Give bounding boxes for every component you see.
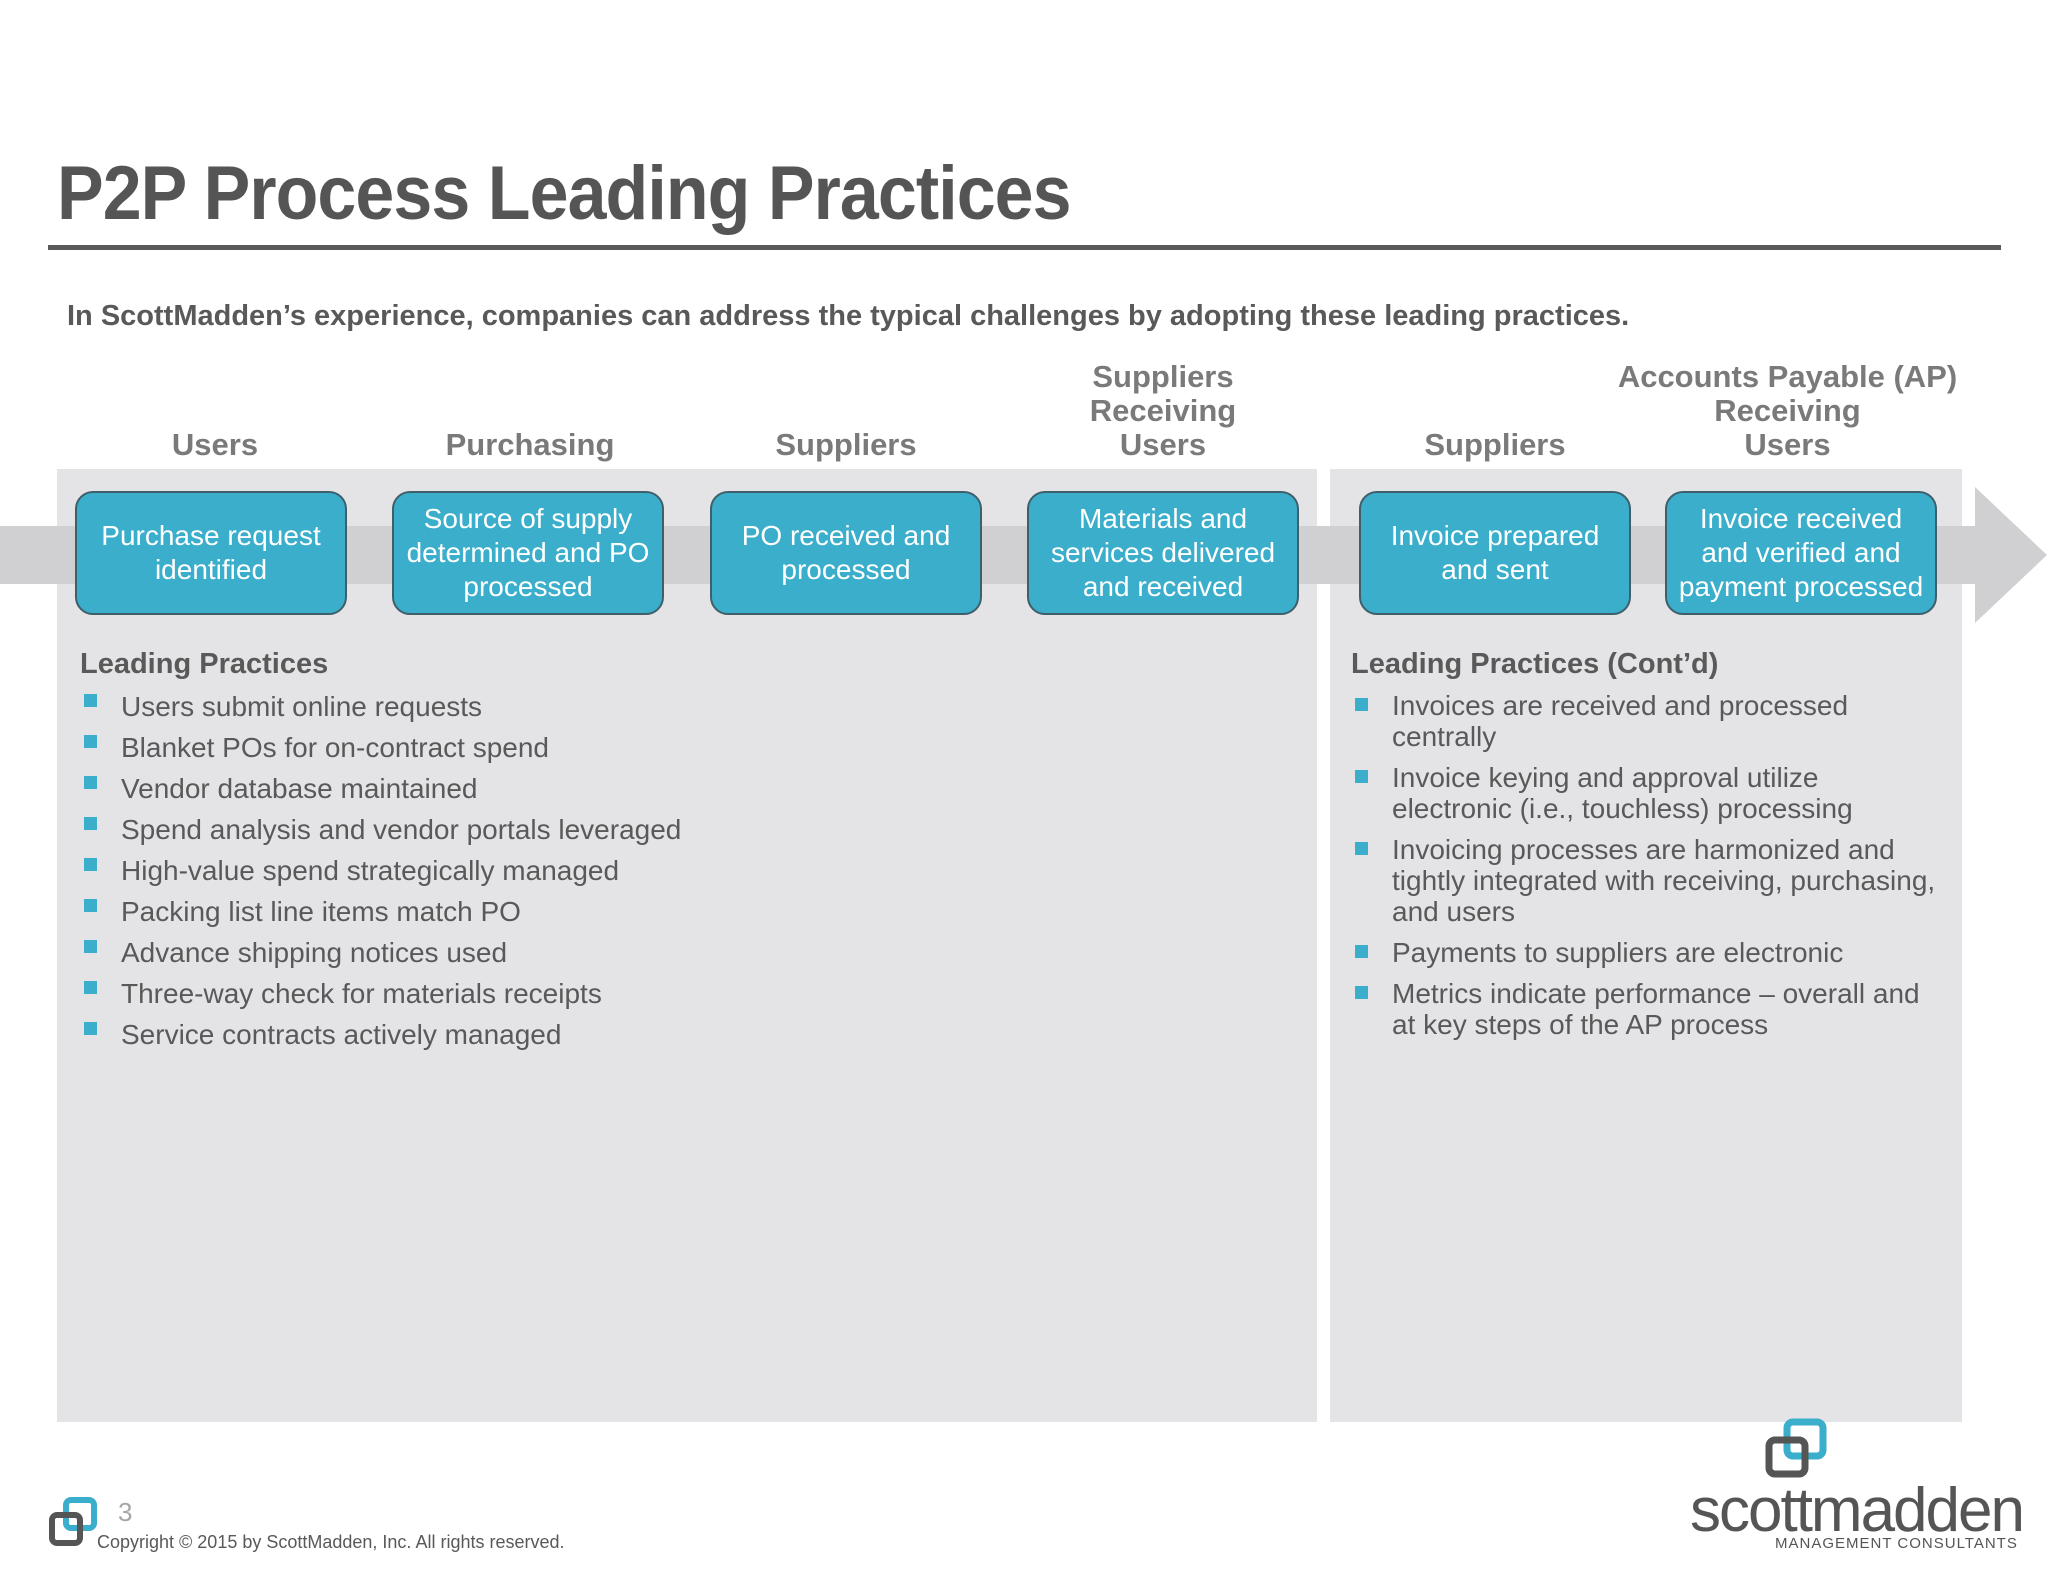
role-header-line: Purchasing — [445, 427, 615, 462]
page-title: P2P Process Leading Practices — [57, 151, 1072, 236]
list-item-text: High-value spend strategically managed — [121, 855, 620, 886]
list-item: Invoices are received and processed cent… — [1351, 690, 1941, 752]
process-step-invoice-received: Invoice received and verified and paymen… — [1665, 491, 1937, 615]
list-item: Blanket POs for on-contract spend — [80, 727, 980, 768]
scottmadden-small-logo-icon — [49, 1497, 97, 1546]
list-item-text: Invoice keying and approval utilize elec… — [1392, 762, 1853, 824]
square-bullet-icon — [84, 735, 97, 748]
left-panel — [57, 469, 1317, 1422]
leading-practices-contd-list: Invoices are received and processed cent… — [1351, 690, 1941, 1050]
square-bullet-icon — [1355, 842, 1368, 855]
process-step-materials-delivered: Materials and services delivered and rec… — [1027, 491, 1299, 615]
square-bullet-icon — [1355, 698, 1368, 711]
list-item: Three-way check for materials receipts — [80, 973, 980, 1014]
role-header-purchasing: Purchasing — [390, 380, 670, 462]
role-header-suppliers-2: Suppliers — [1355, 380, 1635, 462]
list-item-text: Packing list line items match PO — [121, 896, 521, 927]
list-item-text: Three-way check for materials receipts — [121, 978, 602, 1009]
list-item: Spend analysis and vendor portals levera… — [80, 809, 980, 850]
role-header-line: Suppliers — [1092, 359, 1234, 394]
role-header-suppliers: Suppliers — [706, 380, 986, 462]
leading-practices-list: Users submit online requests Blanket POs… — [80, 686, 980, 1055]
list-item-text: Advance shipping notices used — [121, 937, 508, 968]
list-item-text: Spend analysis and vendor portals levera… — [121, 814, 682, 845]
list-item: Invoicing processes are harmonized and t… — [1351, 834, 1941, 927]
square-bullet-icon — [84, 1022, 97, 1035]
square-bullet-icon — [84, 940, 97, 953]
list-item: Payments to suppliers are electronic — [1351, 937, 1941, 968]
role-header-line: Suppliers — [1424, 427, 1566, 462]
brand-wordmark: scottmadden — [1690, 1476, 2025, 1545]
role-header-line: Receiving — [1714, 393, 1861, 428]
list-item: Packing list line items match PO — [80, 891, 980, 932]
list-item: Users submit online requests — [80, 686, 980, 727]
role-header-line: Accounts Payable (AP) — [1617, 359, 1958, 394]
list-item-text: Invoicing processes are harmonized and t… — [1392, 834, 1936, 927]
role-header-line: Users — [1119, 427, 1207, 462]
square-bullet-icon — [84, 817, 97, 830]
list-item-text: Service contracts actively managed — [121, 1019, 562, 1050]
list-item-text: Users submit online requests — [121, 691, 483, 722]
list-item-text: Metrics indicate performance – overall a… — [1392, 978, 1920, 1040]
process-step-invoice-prepared: Invoice prepared and sent — [1359, 491, 1631, 615]
square-bullet-icon — [84, 858, 97, 871]
leading-practices-heading: Leading Practices — [80, 648, 329, 680]
leading-practices-contd-heading: Leading Practices (Cont’d) — [1351, 648, 1719, 680]
list-item-text: Blanket POs for on-contract spend — [121, 732, 549, 763]
list-item-text: Vendor database maintained — [121, 773, 478, 804]
list-item: Invoice keying and approval utilize elec… — [1351, 762, 1941, 824]
square-bullet-icon — [1355, 945, 1368, 958]
square-bullet-icon — [1355, 770, 1368, 783]
square-bullet-icon — [84, 899, 97, 912]
square-bullet-icon — [1355, 986, 1368, 999]
copyright-text: Copyright © 2015 by ScottMadden, Inc. Al… — [97, 1532, 565, 1552]
brand-tagline: MANAGEMENT CONSULTANTS — [1775, 1535, 2018, 1552]
list-item-text: Invoices are received and processed cent… — [1392, 690, 1849, 752]
right-panel — [1330, 469, 1962, 1422]
role-header-suppliers-receiving-users: Suppliers Receiving Users — [1023, 358, 1303, 462]
role-header-line: Receiving — [1089, 393, 1237, 428]
list-item: High-value spend strategically managed — [80, 850, 980, 891]
process-step-purchase-request: Purchase request identified — [75, 491, 347, 615]
process-arrow-head-icon — [1975, 487, 2047, 623]
list-item: Service contracts actively managed — [80, 1014, 980, 1055]
role-header-line: Users — [1744, 427, 1831, 462]
square-bullet-icon — [84, 694, 97, 707]
page-number: 3 — [118, 1497, 133, 1527]
scottmadden-logo-icon — [1765, 1418, 1827, 1478]
role-header-ap-receiving-users: Accounts Payable (AP) Receiving Users — [1600, 358, 1975, 462]
process-step-po-received: PO received and processed — [710, 491, 982, 615]
role-header-line: Users — [171, 427, 259, 462]
list-item: Advance shipping notices used — [80, 932, 980, 973]
square-bullet-icon — [84, 981, 97, 994]
title-divider — [48, 245, 2001, 250]
list-item: Metrics indicate performance – overall a… — [1351, 978, 1941, 1040]
list-item-text: Payments to suppliers are electronic — [1392, 937, 1844, 968]
square-bullet-icon — [84, 776, 97, 789]
process-step-source-of-supply: Source of supply determined and PO proce… — [392, 491, 664, 615]
role-header-line: Suppliers — [775, 427, 917, 462]
intro-text: In ScottMadden’s experience, companies c… — [67, 300, 1630, 332]
role-header-users: Users — [75, 380, 355, 462]
list-item: Vendor database maintained — [80, 768, 980, 809]
